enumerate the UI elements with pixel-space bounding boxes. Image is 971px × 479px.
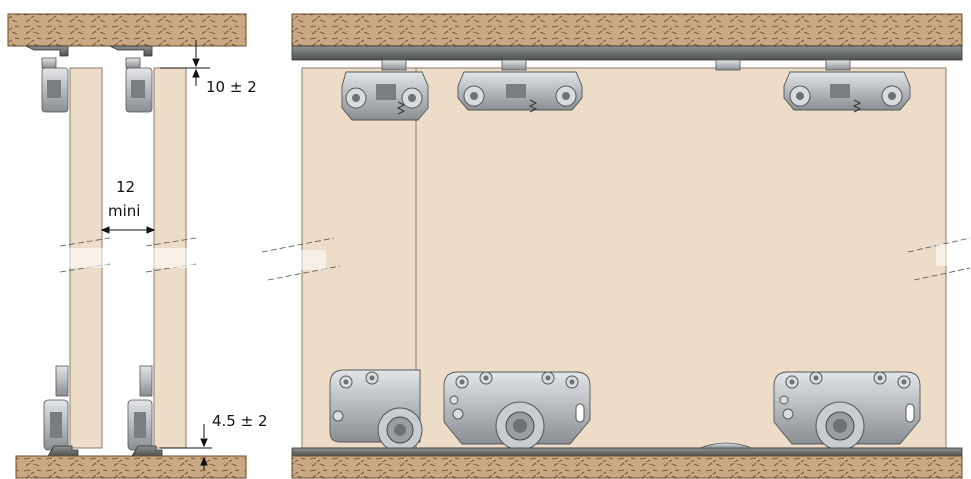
top-track-side-2 bbox=[109, 45, 153, 57]
top-rail-front bbox=[291, 45, 963, 61]
top-hanger-side-1 bbox=[41, 57, 69, 113]
bottom-rail-front bbox=[291, 447, 963, 457]
side-view: 10 ± 2 12 mini 4.5 ± 2 bbox=[7, 13, 268, 479]
bottom-roller-side-2 bbox=[127, 365, 153, 451]
top-shelf-front bbox=[291, 13, 963, 47]
bottom-gap-label: 4.5 ± 2 bbox=[212, 412, 268, 430]
dimension-door-spacing bbox=[100, 226, 156, 234]
top-track-side-1 bbox=[25, 45, 69, 57]
dimension-bottom-gap bbox=[160, 424, 212, 470]
bottom-rail-guide bbox=[699, 442, 753, 449]
front-view bbox=[261, 13, 971, 479]
top-shelf-side bbox=[7, 13, 247, 47]
bottom-roller-2 bbox=[443, 371, 591, 451]
bottom-floor-front bbox=[291, 455, 963, 479]
top-hanger-side-2 bbox=[125, 57, 153, 113]
top-carriage-2 bbox=[457, 59, 583, 113]
bottom-floor-side bbox=[15, 455, 247, 479]
top-carriage-1 bbox=[341, 59, 429, 121]
top-rail-stop bbox=[715, 59, 741, 71]
bottom-roller-3 bbox=[773, 371, 921, 451]
dimension-top-gap bbox=[160, 40, 210, 86]
bottom-roller-side-1 bbox=[43, 365, 69, 451]
bottom-roller-1 bbox=[329, 369, 423, 453]
door-spacing-value: 12 bbox=[116, 178, 135, 196]
top-carriage-3 bbox=[783, 59, 911, 113]
top-gap-label: 10 ± 2 bbox=[206, 78, 257, 96]
door-spacing-unit: mini bbox=[108, 202, 140, 220]
